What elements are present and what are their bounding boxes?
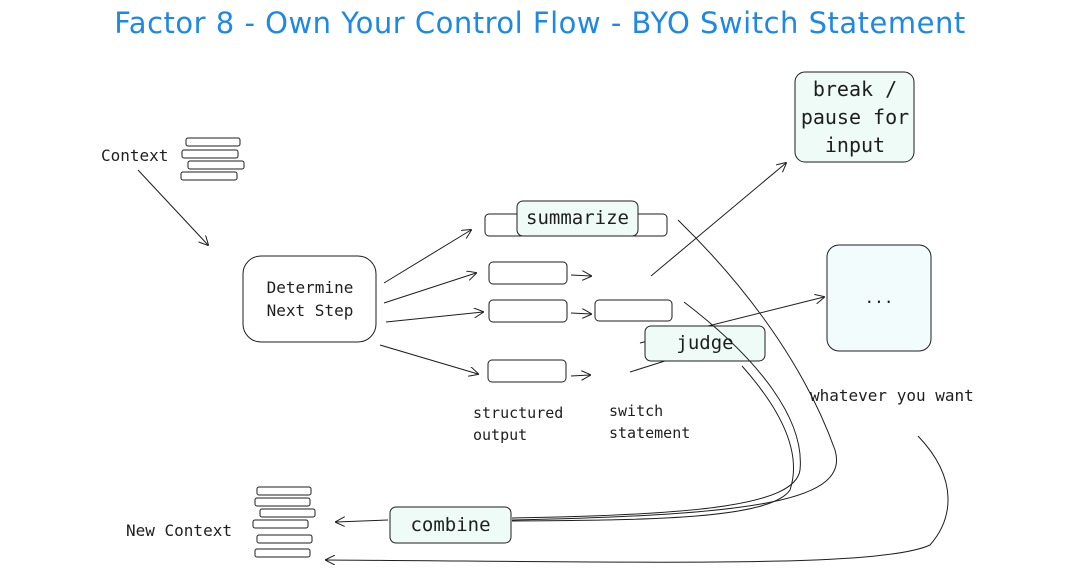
context-card (187, 160, 245, 170)
whatever-you-want-label: whatever you want (810, 386, 974, 405)
switch-return-curve (511, 301, 801, 519)
output-box (488, 261, 568, 285)
combine-label: combine (410, 513, 491, 536)
structured-output-label: structured output (473, 404, 564, 444)
determine-output-arrows (379, 230, 483, 374)
judge-box (644, 325, 766, 362)
combine-to-new-context-arrow (336, 520, 389, 522)
determine-next-step-label: Determine Next Step (266, 278, 354, 320)
new-context-card (259, 508, 316, 518)
switch-statement-label: switch statement (609, 402, 691, 442)
switch-to-break-arrow (650, 163, 786, 277)
context-to-determine-arrow (137, 169, 208, 245)
summarize-return-curve (511, 219, 837, 521)
context-card (181, 149, 239, 159)
combine-box (389, 506, 512, 544)
structured-output-boxes (484, 213, 673, 383)
output-box (488, 299, 568, 323)
arrow-to-output-2 (385, 312, 483, 323)
ellipsis-label: ... (864, 287, 894, 307)
break-pause-label: break / pause for input (800, 77, 910, 157)
context-stack (180, 137, 245, 181)
arrow-to-output-1 (383, 273, 476, 304)
new-context-label: New Context (126, 521, 232, 540)
small-arrow (570, 375, 590, 376)
switch-box (594, 299, 673, 322)
context-card (180, 171, 238, 181)
new-context-stack (252, 486, 316, 558)
small-arrow (570, 275, 591, 276)
summarize-box (516, 200, 639, 237)
whatever-return-curve (326, 435, 949, 562)
new-context-card (254, 548, 311, 558)
small-arrows (570, 275, 591, 376)
new-context-card (256, 486, 312, 496)
ellipsis-box (826, 244, 932, 352)
summarize-label: summarize (526, 207, 629, 229)
page-title: Factor 8 - Own Your Control Flow - BYO S… (114, 6, 966, 40)
output-box (487, 359, 567, 383)
judge-label: judge (676, 332, 734, 354)
new-context-card (256, 534, 313, 544)
new-context-card (252, 519, 309, 529)
new-context-card (254, 497, 311, 507)
determine-next-step-box (242, 255, 377, 343)
break-pause-box (794, 71, 915, 163)
arrow-to-summarize (383, 230, 471, 284)
context-label: Context (101, 146, 169, 165)
context-card (185, 137, 241, 147)
arrow-to-output-3 (379, 344, 478, 374)
switch-lower-line (629, 359, 669, 373)
small-arrow (570, 313, 591, 314)
judge-return-curve (511, 365, 795, 522)
return-curves (326, 219, 949, 562)
